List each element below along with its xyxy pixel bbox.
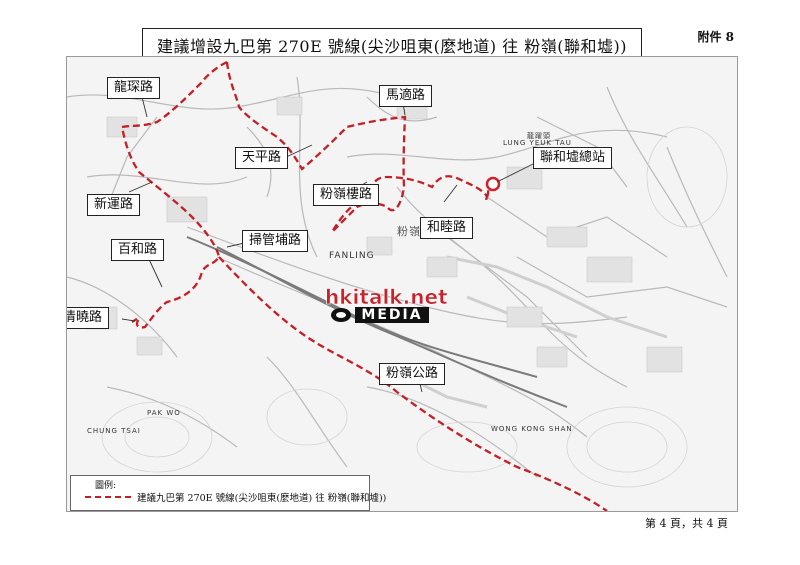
label-pak-wo-road[interactable]: 百和路 (111, 239, 165, 261)
label-fanling-lau-road[interactable]: 粉嶺樓路 (313, 184, 380, 206)
label-san-wan-road[interactable]: 新運路 (87, 194, 141, 216)
watermark: hkitalk.net MEDIA (325, 285, 448, 323)
watermark-brand: MEDIA (355, 307, 429, 323)
label-ma-sik-road[interactable]: 馬適路 (379, 85, 433, 107)
legend-heading: 圖例: (95, 481, 117, 491)
label-luen-wo-hui-terminus[interactable]: 聯和墟總站 (533, 147, 613, 169)
map-canvas (67, 60, 728, 511)
map-legend: 圖例: 建議九巴第 270E 號線(尖沙咀東(麼地道) 往 粉嶺(聯和墟)) (70, 475, 386, 511)
route-map[interactable]: 龍躍頭 LUNG YEUK TAU FANLING 粉嶺 WONG KONG S… (66, 56, 738, 512)
map-title-text: 建議增設九巴第 270E 號線(尖沙咀東(麼地道) 往 粉嶺(聯和墟)) (156, 37, 628, 56)
media-logo-icon (331, 308, 352, 322)
label-ching-hiu-road[interactable]: 清曉路 (67, 307, 110, 329)
place-lung-yeuk-tau-en: LUNG YEUK TAU (503, 139, 572, 147)
place-fanling-cn: 粉嶺 (397, 225, 421, 238)
label-lung-chum-road[interactable]: 龍琛路 (107, 77, 161, 99)
legend-route-text: 建議九巴第 270E 號線(尖沙咀東(麼地道) 往 粉嶺(聯和墟)) (137, 493, 387, 504)
page-number: 第 4 頁，共 4 頁 (645, 517, 728, 530)
legend-route-line-icon (85, 496, 131, 498)
place-wong-kong-shan-en: WONG KONG SHAN (491, 425, 573, 433)
leader-lines (121, 96, 534, 393)
place-pak-wo-en: PAK WO (147, 409, 181, 417)
place-fanling-en: FANLING (329, 251, 375, 261)
attachment-number: 附件 8 (697, 30, 734, 44)
label-wo-mun-road[interactable]: 和睦路 (420, 217, 474, 239)
terminus-marker[interactable] (485, 176, 501, 192)
contours (101, 126, 728, 488)
watermark-site: hkitalk.net (325, 285, 448, 310)
place-chung-tsai-en: CHUNG TSAI (87, 427, 141, 435)
place-lung-yeuk-tau-cn: 龍躍頭 (527, 132, 551, 140)
label-tin-ping-road[interactable]: 天平路 (235, 147, 289, 169)
label-fanling-highway[interactable]: 粉嶺公路 (379, 363, 446, 385)
label-so-kwun-po-road[interactable]: 掃管埔路 (242, 230, 309, 252)
